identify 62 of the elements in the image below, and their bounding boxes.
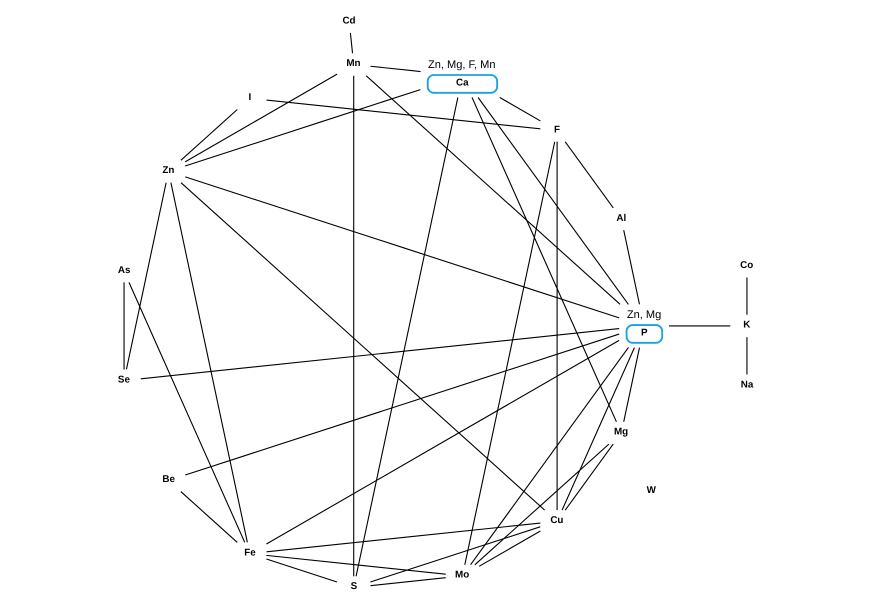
- connector: [128, 282, 245, 543]
- connector: [184, 176, 619, 318]
- connector: [266, 522, 540, 552]
- connector: [266, 558, 337, 582]
- connector: [746, 337, 747, 374]
- connector: [370, 526, 540, 583]
- node-box: Ca: [426, 74, 498, 94]
- connector: [266, 100, 540, 130]
- connector: [556, 142, 558, 510]
- node-text: K: [742, 320, 750, 331]
- node-text: Se: [117, 374, 130, 386]
- connector: [123, 282, 124, 370]
- connector: [478, 530, 540, 567]
- connector: [668, 325, 730, 326]
- connector: [125, 182, 166, 370]
- connector: [140, 328, 619, 380]
- node-text: Cd: [342, 15, 356, 26]
- node-text: Mn: [346, 58, 360, 70]
- connector: [349, 32, 353, 54]
- node-text: Zn: [162, 165, 174, 176]
- connector: [170, 182, 248, 542]
- connector: [470, 347, 628, 566]
- node-text: Fe: [244, 547, 256, 558]
- node-text: Al: [616, 212, 626, 224]
- node-text: I: [248, 92, 251, 104]
- node-label: Zn, Mg, F, Mn: [428, 59, 496, 72]
- node-text: S: [350, 581, 357, 592]
- connector: [464, 142, 555, 565]
- connector: [471, 97, 616, 422]
- connector: [184, 334, 619, 476]
- connector: [180, 182, 545, 511]
- node-text: As: [117, 265, 130, 276]
- connector: [370, 577, 446, 586]
- connector: [365, 75, 620, 305]
- connector: [561, 347, 634, 510]
- connector: [477, 97, 628, 305]
- connector: [266, 340, 619, 544]
- node-text: Be: [162, 474, 174, 486]
- connector: [499, 97, 540, 122]
- connector: [184, 74, 337, 162]
- node-text: Co: [740, 260, 753, 271]
- connector: [180, 109, 238, 161]
- connector: [352, 76, 354, 576]
- connector: [746, 277, 747, 315]
- connector: [180, 491, 238, 543]
- connector: [474, 444, 609, 566]
- node-text: W: [646, 484, 656, 496]
- connector: [564, 444, 614, 511]
- node-text: Cu: [550, 515, 563, 526]
- node-text: Mo: [454, 570, 469, 581]
- connector: [370, 66, 420, 72]
- connector: [184, 89, 420, 167]
- connector: [622, 347, 640, 422]
- connector: [564, 141, 614, 208]
- node-label: Zn, Mg: [626, 309, 661, 322]
- connector: [622, 230, 640, 304]
- node-box: P: [625, 324, 663, 344]
- connector: [266, 554, 446, 575]
- node-text: Na: [740, 379, 753, 390]
- connector: [355, 97, 458, 576]
- node-text: Mg: [613, 426, 628, 438]
- node-text: F: [554, 124, 560, 136]
